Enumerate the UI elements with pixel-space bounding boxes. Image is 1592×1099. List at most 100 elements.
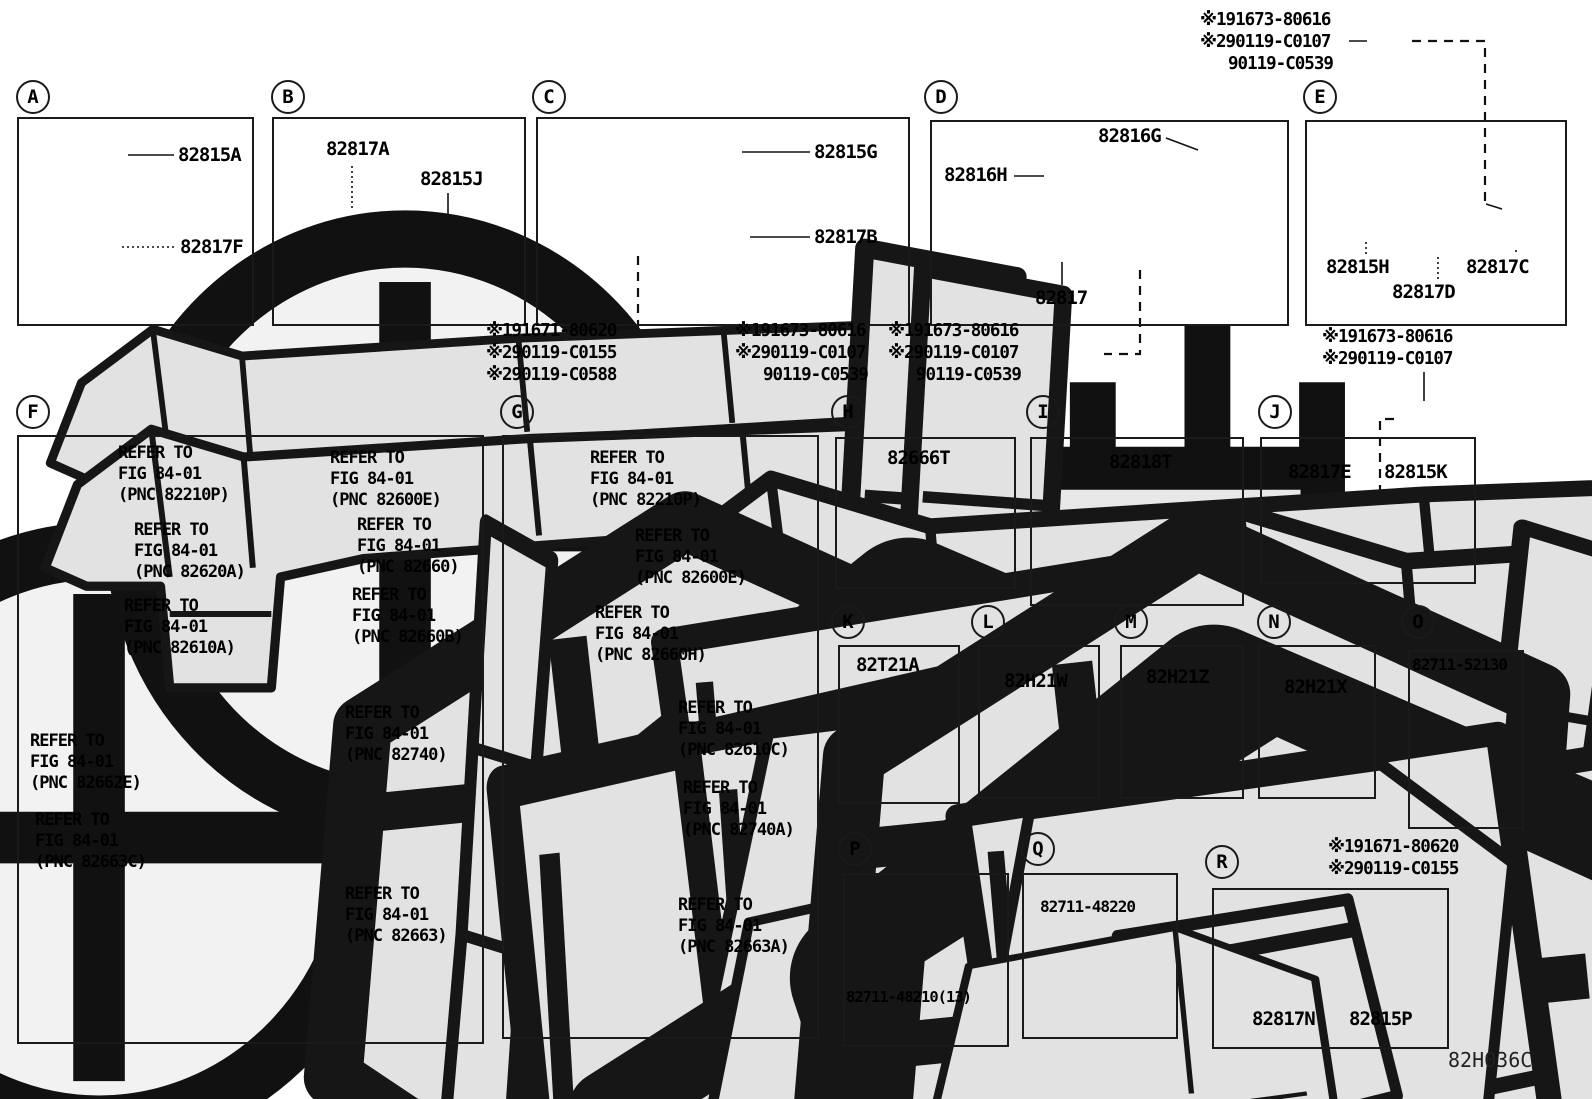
refer-note: REFER TO FIG 84-01 (PNC 82610A) xyxy=(124,596,236,659)
part-label-82h21z: 82H21Z xyxy=(1146,666,1210,688)
part-label-82h21w: 82H21W xyxy=(1004,670,1068,692)
refer-line: FIG 84-01 xyxy=(635,547,719,567)
refer-line: FIG 84-01 xyxy=(345,905,429,925)
refer-line: (PNC 82210P) xyxy=(118,485,230,505)
refer-line: REFER TO xyxy=(30,731,105,751)
refer-note: REFER TO FIG 84-01 (PNC 82600E) xyxy=(330,448,442,511)
section-badge-c: C xyxy=(532,80,566,114)
refer-note: REFER TO FIG 84-01 (PNC 82740A) xyxy=(683,778,795,841)
part-label-82666t: 82666T xyxy=(887,447,951,469)
refer-line: FIG 84-01 xyxy=(345,724,429,744)
refer-line: REFER TO xyxy=(357,515,432,535)
refer-line: FIG 84-01 xyxy=(134,541,218,561)
section-i-box xyxy=(1030,437,1244,606)
part-label-82815g: 82815G xyxy=(814,141,878,163)
refer-line: REFER TO xyxy=(345,703,420,723)
refer-note: REFER TO FIG 84-01 (PNC 82663) xyxy=(345,884,448,947)
section-badge-j: J xyxy=(1258,395,1292,429)
refer-note: REFER TO FIG 84-01 (PNC 82210P) xyxy=(590,448,702,511)
section-n-box xyxy=(1258,645,1376,799)
refer-line: (PNC 82610A) xyxy=(124,638,236,658)
refer-line: FIG 84-01 xyxy=(357,536,441,556)
fastener-label: ※290119-C0107 xyxy=(1200,32,1331,52)
fastener-label: ※191671-80620 xyxy=(1328,837,1459,857)
section-o-box xyxy=(1408,650,1524,829)
part-label-82711-52130: 82711-52130 xyxy=(1412,655,1508,674)
refer-line: (PNC 82740A) xyxy=(683,820,795,840)
fastener-label: ※290119-C0107 xyxy=(1322,349,1453,369)
refer-line: REFER TO xyxy=(352,585,427,605)
section-m-box xyxy=(1120,645,1244,799)
refer-line: (PNC 82662E) xyxy=(30,773,142,793)
refer-line: FIG 84-01 xyxy=(124,617,208,637)
refer-line: FIG 84-01 xyxy=(678,719,762,739)
refer-line: FIG 84-01 xyxy=(595,624,679,644)
refer-line: REFER TO xyxy=(118,443,193,463)
part-label-82817e: 82817E xyxy=(1288,461,1352,483)
section-badge-r: R xyxy=(1205,845,1239,879)
part-label-82h21x: 82H21X xyxy=(1284,676,1348,698)
section-b-box xyxy=(272,117,526,326)
refer-line: FIG 84-01 xyxy=(30,752,114,772)
refer-line: REFER TO xyxy=(635,526,710,546)
refer-note: REFER TO FIG 84-01 (PNC 82662E) xyxy=(30,731,142,794)
part-label-82817b: 82817B xyxy=(814,226,878,248)
fastener-label: ※191673-80616 xyxy=(888,321,1019,341)
refer-line: (PNC 82660) xyxy=(357,557,460,577)
refer-note: REFER TO FIG 84-01 (PNC 82620A) xyxy=(134,520,246,583)
fastener-label: ※191673-80616 xyxy=(1200,10,1331,30)
section-badge-i: I xyxy=(1026,395,1060,429)
refer-line: REFER TO xyxy=(590,448,665,468)
section-f-box xyxy=(17,435,484,1044)
part-label-82815h: 82815H xyxy=(1326,256,1390,278)
refer-line: (PNC 82600E) xyxy=(635,568,747,588)
refer-line: FIG 84-01 xyxy=(118,464,202,484)
refer-note: REFER TO FIG 84-01 (PNC 82740) xyxy=(345,703,448,766)
section-k-box xyxy=(838,645,960,804)
section-e-box xyxy=(1305,120,1567,326)
refer-note: REFER TO FIG 84-01 (PNC 82663A) xyxy=(678,895,790,958)
refer-line: FIG 84-01 xyxy=(683,799,767,819)
fastener-label: 90119-C0539 xyxy=(916,365,1022,385)
section-badge-b: B xyxy=(271,80,305,114)
section-d-box xyxy=(930,120,1289,326)
fastener-label: ※290119-C0107 xyxy=(888,343,1019,363)
refer-line: (PNC 82663A) xyxy=(678,937,790,957)
refer-line: FIG 84-01 xyxy=(352,606,436,626)
fastener-label: 90119-C0539 xyxy=(1228,54,1334,74)
refer-note: REFER TO FIG 84-01 (PNC 82210P) xyxy=(118,443,230,506)
part-label-82818t: 82818T xyxy=(1109,451,1173,473)
refer-line: REFER TO xyxy=(330,448,405,468)
part-label-82711-48210: 82711-48210(13) xyxy=(846,988,972,1006)
section-g-box xyxy=(502,435,819,1039)
section-h-box xyxy=(835,437,1016,589)
refer-line: REFER TO xyxy=(678,698,753,718)
refer-line: (PNC 82663) xyxy=(345,926,448,946)
refer-line: REFER TO xyxy=(345,884,420,904)
refer-line: REFER TO xyxy=(595,603,670,623)
refer-note: REFER TO FIG 84-01 (PNC 82600E) xyxy=(635,526,747,589)
part-label-82815p: 82815P xyxy=(1349,1008,1413,1030)
refer-line: (PNC 82660H) xyxy=(595,645,707,665)
fastener-label: ※290119-C0107 xyxy=(735,343,866,363)
refer-line: (PNC 82663C) xyxy=(35,852,147,872)
section-badge-k: K xyxy=(831,605,865,639)
section-p-box xyxy=(843,873,1009,1047)
section-badge-d: D xyxy=(924,80,958,114)
refer-note: REFER TO FIG 84-01 (PNC 82660H) xyxy=(595,603,707,666)
fastener-label: 90119-C0539 xyxy=(763,365,869,385)
refer-note: REFER TO FIG 84-01 (PNC 82660B) xyxy=(352,585,464,648)
refer-line: REFER TO xyxy=(134,520,209,540)
section-badge-n: N xyxy=(1257,605,1291,639)
section-badge-a: A xyxy=(16,80,50,114)
section-badge-m: M xyxy=(1114,605,1148,639)
fastener-label: ※290119-C0588 xyxy=(486,365,617,385)
refer-line: (PNC 82620A) xyxy=(134,562,246,582)
section-badge-p: P xyxy=(838,832,872,866)
part-label-82817: 82817 xyxy=(1035,287,1088,309)
part-label-82817f: 82817F xyxy=(180,236,244,258)
fastener-label: ※191673-80616 xyxy=(1322,327,1453,347)
section-r-box xyxy=(1212,888,1449,1049)
section-badge-e: E xyxy=(1303,80,1337,114)
refer-line: (PNC 82610C) xyxy=(678,740,790,760)
